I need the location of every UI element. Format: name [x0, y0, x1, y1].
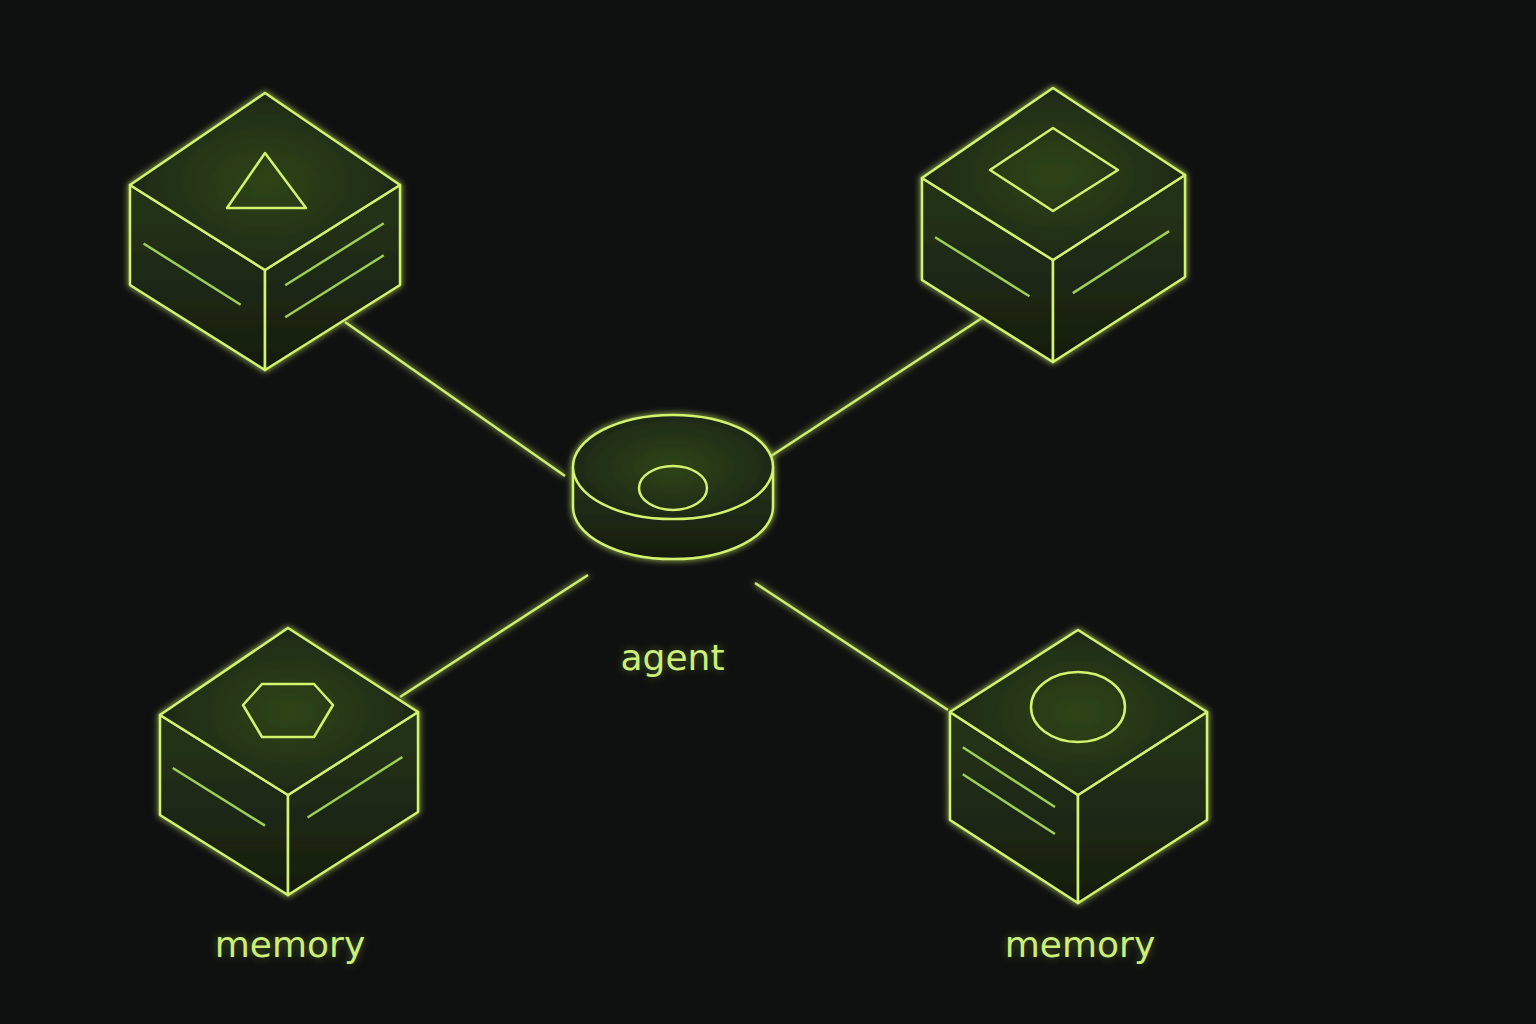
stripe: [935, 237, 1029, 296]
stripe: [963, 747, 1055, 807]
agent-puck: [573, 415, 773, 559]
cube-top: [922, 88, 1185, 260]
block-icon: [990, 128, 1118, 211]
stripe: [173, 768, 265, 826]
cube-top: [160, 628, 418, 795]
node-label: memory: [1005, 923, 1155, 967]
puck-icon: [639, 466, 707, 510]
memory-block: [950, 630, 1207, 903]
node-shape: [150, 620, 430, 970]
connector: [755, 583, 948, 710]
memory-block: [922, 88, 1185, 362]
stripe: [1073, 231, 1169, 293]
stripe: [285, 223, 384, 285]
agent-node: agent: [565, 410, 780, 680]
node-label: memory: [215, 923, 365, 967]
cube-top: [950, 630, 1207, 795]
block-icon: [243, 684, 333, 737]
stripe: [285, 255, 384, 317]
stripe: [963, 774, 1055, 834]
memory-node: memory: [150, 620, 430, 970]
stripe: [308, 757, 403, 818]
block-icon: [1031, 672, 1125, 742]
cube-top: [130, 93, 400, 270]
connector: [400, 575, 588, 697]
memory-block: [160, 628, 418, 895]
node-shape: [940, 622, 1220, 972]
node-label: agent: [621, 636, 725, 680]
puck-top: [573, 415, 773, 519]
stripe: [144, 244, 241, 305]
memory-node: memory: [940, 622, 1220, 972]
memory-block: [130, 93, 400, 370]
block-icon: [227, 153, 306, 208]
wire: [765, 318, 982, 460]
wire: [345, 322, 565, 476]
